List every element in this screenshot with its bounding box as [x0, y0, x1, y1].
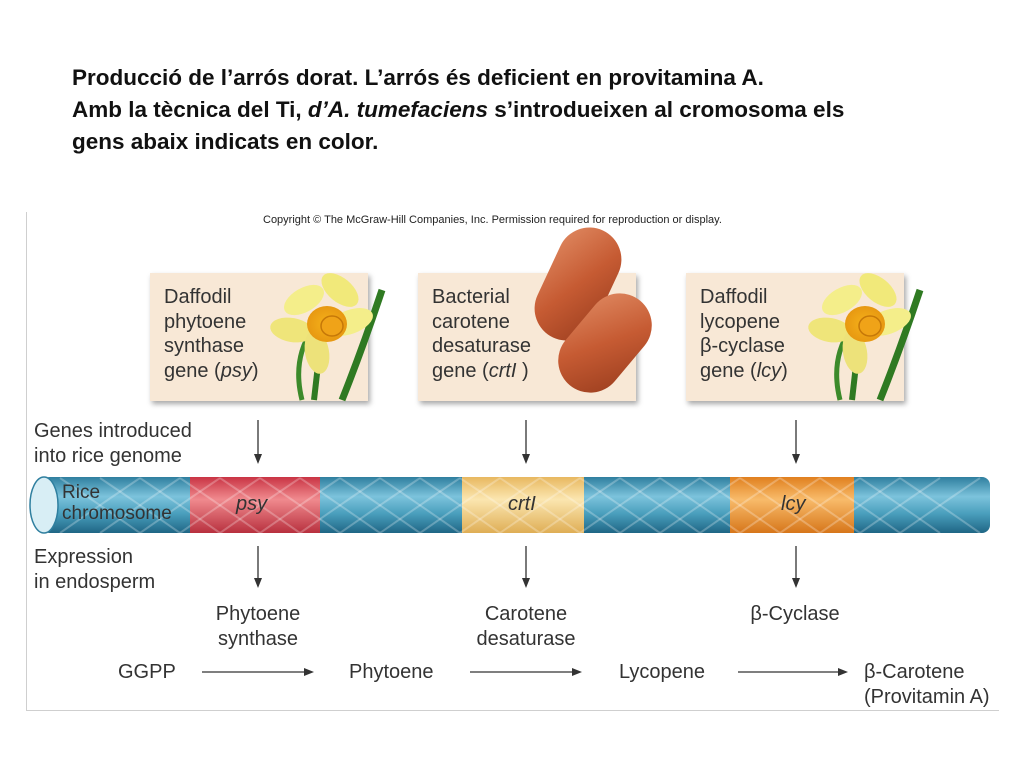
enzyme-3-line-1: β-Cyclase — [750, 603, 840, 625]
figure-frame — [26, 212, 999, 711]
gene-label-lcy: lcy — [781, 493, 806, 515]
gene-segment-lcy — [730, 477, 854, 533]
card-crti-gene-suffix: ) — [516, 359, 529, 382]
card-crti-line-3: desaturase — [432, 335, 531, 357]
expression-line-2: in endosperm — [34, 570, 156, 593]
card-crti-text: Bacterial carotene desaturase gene (crtI… — [432, 285, 531, 383]
enzyme-1-line-2: synthase — [217, 627, 299, 650]
title-line-3: gens abaix indicats en color. — [72, 129, 379, 154]
rice-chromosome-label-1: Rice — [62, 482, 101, 503]
card-lcy-line-3: β-cyclase — [700, 335, 785, 357]
genes-introduced-line-1: Genes introduced — [34, 420, 192, 442]
slide-title: Producció de l’arrós dorat. L’arrós és d… — [72, 62, 972, 158]
card-psy-gene-prefix: gene ( — [164, 359, 221, 382]
card-psy-line-4: gene (psy) — [164, 359, 259, 384]
compound-beta-carotene-line-2: (Provitamin A) — [864, 685, 990, 708]
compound-phytoene: Phytoene — [349, 661, 434, 683]
compound-beta-carotene-line-1: β-Carotene — [864, 661, 965, 683]
card-crti-line-2: carotene — [432, 310, 510, 333]
daffodil-image-2 — [808, 273, 924, 402]
card-crti-gene-name: crtI — [488, 359, 517, 382]
card-crti-gene-prefix: gene ( — [432, 359, 489, 382]
expression-line-1: Expression — [34, 546, 133, 568]
bacteria-image — [534, 227, 652, 393]
card-psy-gene-name: psy — [220, 359, 252, 382]
title-line-1: Producció de l’arrós dorat. L’arrós és d… — [72, 65, 764, 90]
chromosome-end-cap — [29, 476, 59, 534]
card-lcy-line-4: gene (lcy) — [700, 359, 788, 384]
card-lcy-gene-name: lcy — [756, 359, 782, 382]
card-psy-line-1: Daffodil — [164, 286, 232, 308]
title-line-2-c: s’introdueixen al cromosoma els — [487, 97, 845, 122]
gene-segment-psy — [190, 477, 320, 533]
card-psy-gene-suffix: ) — [251, 359, 259, 382]
card-lcy-line-2: lycopene — [700, 310, 781, 333]
title-line-2-b: d’A. tumefaciens — [307, 97, 488, 122]
compound-lycopene: Lycopene — [619, 661, 705, 683]
enzyme-2-line-1: Carotene — [484, 603, 568, 625]
arrows-genes-introduced — [254, 420, 800, 464]
expression-label: Expression in endosperm — [34, 545, 155, 594]
gene-segment-crti — [462, 477, 584, 533]
enzyme-1-line-1: Phytoene — [215, 603, 301, 625]
rice-chromosome-label-2: chromosome — [62, 503, 172, 524]
genes-introduced-line-2: into rice genome — [34, 444, 182, 467]
card-crti-line-1: Bacterial — [432, 286, 510, 308]
arrows-expression — [254, 546, 800, 588]
gene-label-psy: psy — [236, 493, 268, 515]
card-lcy-line-1: Daffodil — [700, 286, 768, 308]
rice-chromosome-label: Rice chromosome — [62, 482, 172, 524]
card-psy-line-2: phytoene — [164, 310, 247, 333]
card-psy-text: Daffodil phytoene synthase gene (psy) — [164, 285, 259, 383]
copyright-notice: Copyright © The McGraw-Hill Companies, I… — [263, 214, 722, 226]
enzyme-2-line-2: desaturase — [476, 627, 576, 650]
title-line-2: Amb la tècnica del Ti, d’A. tumefaciens … — [72, 94, 972, 126]
daffodil-image-1 — [270, 273, 386, 402]
card-lcy-gene-suffix: ) — [781, 359, 788, 382]
pathway-arrows — [202, 668, 848, 676]
card-crti-line-4: gene (crtI ) — [432, 359, 531, 384]
enzyme-phytoene-synthase: Phytoene synthase — [188, 602, 328, 651]
card-psy-line-3: synthase — [164, 335, 245, 357]
enzyme-beta-cyclase: β-Cyclase — [725, 602, 865, 627]
card-lcy-text: Daffodil lycopene β-cyclase gene (lcy) — [700, 285, 788, 383]
compound-beta-carotene: β-Carotene (Provitamin A) — [864, 660, 990, 709]
card-lcy-gene-prefix: gene ( — [700, 359, 757, 382]
gene-label-crti: crtI — [508, 493, 536, 515]
compound-ggpp: GGPP — [118, 661, 176, 683]
rice-chromosome — [29, 476, 990, 534]
genes-introduced-label: Genes introduced into rice genome — [34, 419, 192, 468]
title-line-2-a: Amb la tècnica del Ti, — [72, 97, 308, 122]
enzyme-carotene-desaturase: Carotene desaturase — [456, 602, 596, 651]
